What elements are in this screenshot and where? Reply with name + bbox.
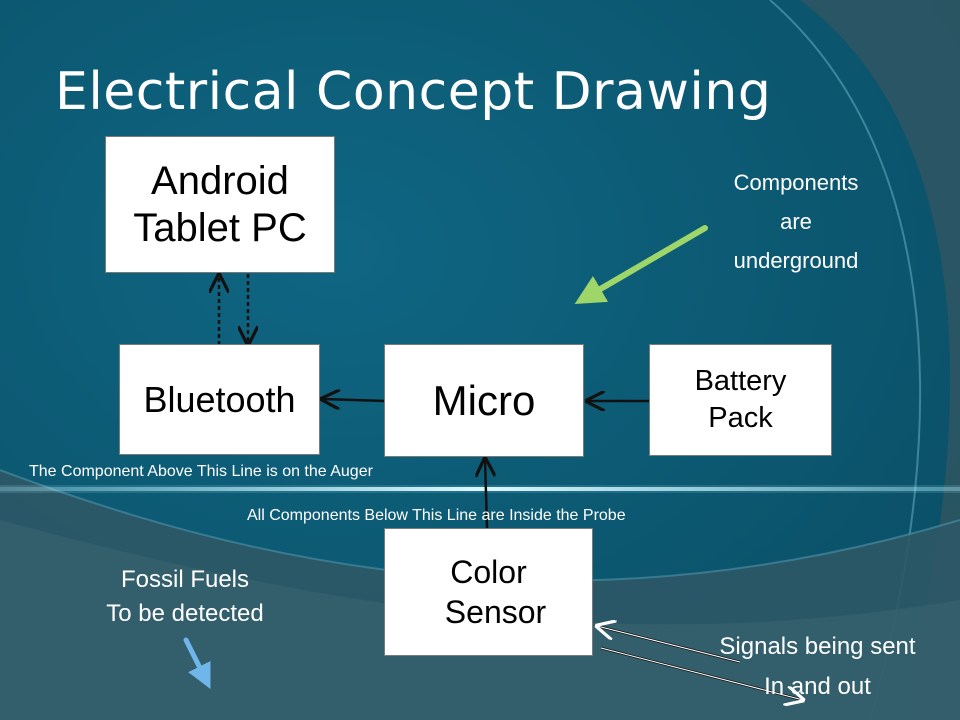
fossil-fuels-line1: Fossil Fuels <box>120 566 250 593</box>
color-sensor-box: Color Sensor <box>384 528 593 656</box>
android-tablet-box: Android Tablet PC <box>105 136 335 273</box>
micro-box: Micro <box>384 344 584 457</box>
battery-label-line2: Pack <box>708 402 773 434</box>
sensor-label-line1: Color <box>450 554 527 590</box>
fossil-fuels-note: Fossil Fuels To be detected <box>70 563 300 631</box>
micro-label: Micro <box>432 376 536 424</box>
signals-line2: In and out <box>764 673 871 700</box>
auger-line-label: The Component Above This Line is on the … <box>29 463 373 480</box>
android-tablet-label-line2: Tablet PC <box>133 205 307 250</box>
signals-note: Signals being sent In and out <box>680 627 955 707</box>
fossil-fuels-line2: To be detected <box>106 600 264 627</box>
battery-pack-box: Battery Pack <box>649 344 832 456</box>
underground-note-line1: Components <box>733 170 859 195</box>
underground-note-line2: are <box>780 209 812 234</box>
underground-note: Components are underground <box>696 163 896 280</box>
sensor-label-line2: Sensor <box>444 594 547 630</box>
slide-title: Electrical Concept Drawing <box>55 62 772 122</box>
android-tablet-label-line1: Android <box>151 158 289 203</box>
battery-label-line1: Battery <box>694 365 787 397</box>
signals-line1: Signals being sent <box>719 633 916 660</box>
probe-line-label: All Components Below This Line are Insid… <box>247 507 626 524</box>
underground-note-line3: underground <box>733 248 859 273</box>
bluetooth-box: Bluetooth <box>119 344 320 455</box>
bluetooth-label: Bluetooth <box>143 378 296 420</box>
